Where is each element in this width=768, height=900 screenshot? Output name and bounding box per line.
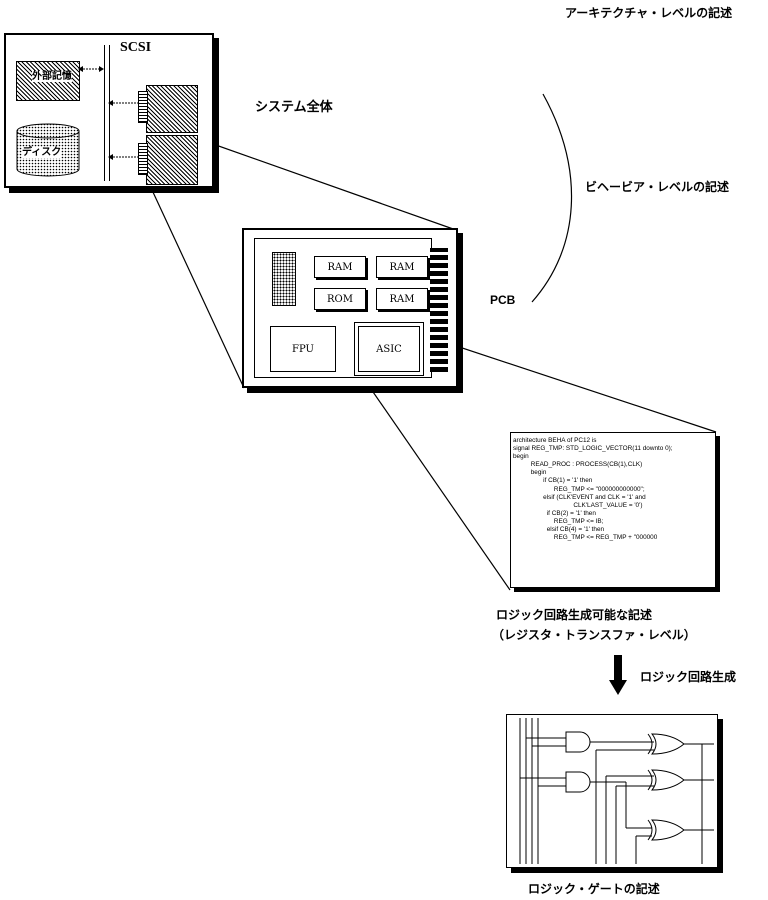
code-line: elsif CB(4) = '1' then — [513, 526, 605, 534]
controller-card-1 — [146, 85, 198, 133]
system-label: システム全体 — [255, 100, 333, 115]
code-line: REG_TMP <= REG_TMP + "000000 — [513, 534, 658, 542]
code-line: begin — [513, 469, 547, 477]
code-line: architecture BEHA of PC12 is — [513, 437, 597, 444]
ram-chip-1: RAM — [314, 256, 366, 278]
rom-chip: ROM — [314, 288, 366, 310]
behavior-label: ビヘービア・レベルの記述 — [585, 180, 730, 194]
architecture-label: アーキテクチャ・レベルの記述 — [565, 6, 733, 20]
code-line: signal REG_TMP: STD_LOGIC_VECTOR(11 down… — [513, 445, 673, 453]
gate-diagram — [519, 718, 714, 864]
code-line: elsif (CLK'EVENT and CLK = '1' and — [513, 493, 646, 501]
controller-card-2-edge — [138, 143, 148, 175]
code-line: REG_TMP <= "000000000000"; — [513, 485, 645, 493]
rtl-label-line2: （レジスタ・トランスファ・レベル） — [492, 628, 696, 642]
system-box: 外部記憶 ディスク — [4, 33, 214, 188]
code-line: REG_TMP <= IB; — [513, 517, 604, 525]
gate-level-label: ロジック・ゲートの記述 — [528, 882, 660, 896]
code-line: READ_PROC : PROCESS(CB(1),CLK) — [513, 461, 643, 469]
ic-chip — [272, 252, 296, 306]
pcb-board: RAM RAM ROM RAM FPU ASIC — [242, 228, 458, 388]
code-line: CLK'LAST_VALUE = '0') — [513, 501, 643, 509]
fpu-chip: FPU — [270, 326, 336, 372]
disk-label: ディスク — [22, 147, 62, 158]
scsi-label: SCSI — [120, 40, 152, 55]
code-line: begin — [513, 453, 529, 461]
ram-chip-2: RAM — [376, 256, 428, 278]
rtl-code-box: architecture BEHA of PC12 is signal REG_… — [510, 432, 716, 588]
pcb-edge-connector — [430, 248, 448, 372]
scsi-bus — [104, 45, 110, 181]
rtl-label-line1: ロジック回路生成可能な記述 — [496, 608, 653, 622]
code-line: if CB(2) = '1' then — [513, 509, 596, 517]
controller-card-2 — [146, 135, 198, 185]
external-storage-label: 外部記憶 — [32, 71, 72, 82]
controller-card-1-edge — [138, 91, 148, 123]
pcb-label: PCB — [490, 293, 516, 307]
asic-chip: ASIC — [358, 326, 420, 372]
code-line: if CB(1) = '1' then — [513, 477, 593, 485]
ram-chip-3: RAM — [376, 288, 428, 310]
gate-diagram-box — [506, 714, 718, 868]
logic-gen-label: ロジック回路生成 — [640, 670, 737, 684]
